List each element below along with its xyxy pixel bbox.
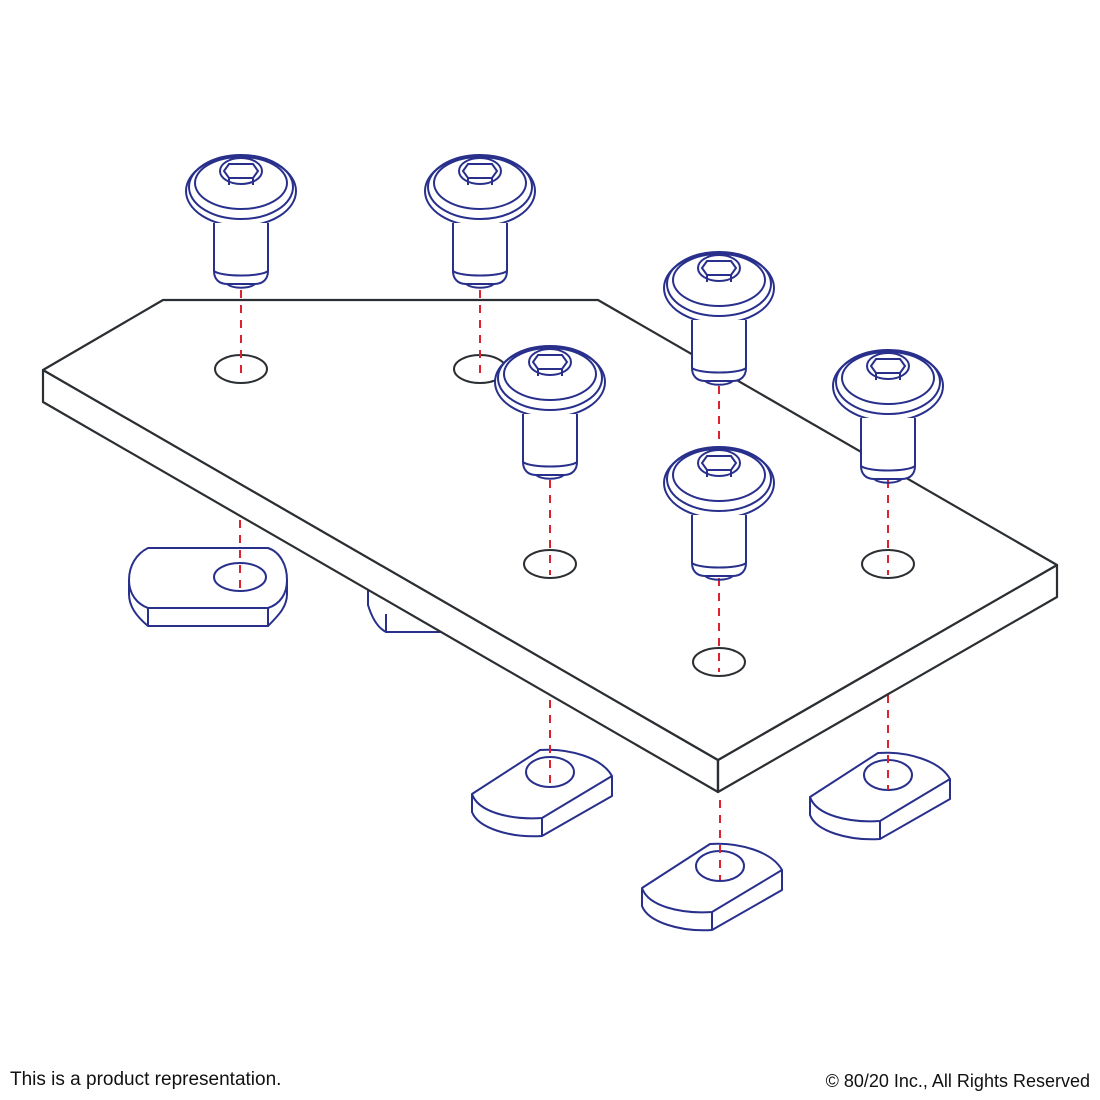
product-disclaimer: This is a product representation. [10, 1069, 282, 1090]
t-nut-left [128, 547, 288, 627]
t-nut-front [641, 842, 783, 932]
t-nut-right [809, 751, 951, 841]
t-nut-center [471, 748, 613, 838]
axis-lines-upper [240, 290, 889, 672]
copyright-notice: © 80/20 Inc., All Rights Reserved [825, 1071, 1090, 1091]
screw-back-center [424, 154, 536, 289]
screw-back-left [185, 154, 297, 289]
axis-lines-lower [239, 520, 889, 880]
